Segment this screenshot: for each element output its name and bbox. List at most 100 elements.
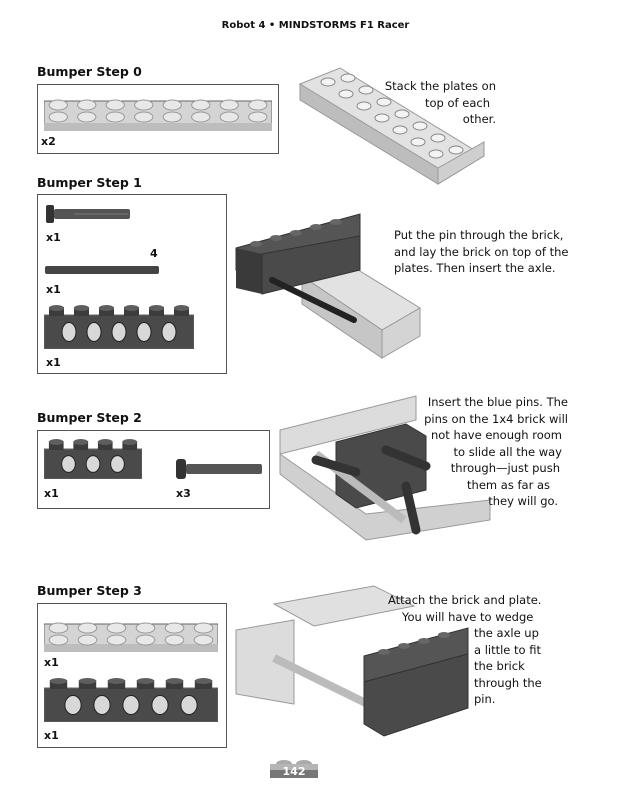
instruction-line: Attach the brick and plate. [388,593,542,607]
part-quantity: x2 [41,135,56,148]
stud [164,634,185,646]
pin-hole [110,455,125,473]
stud [78,678,97,684]
part-quantity: x1 [44,656,59,669]
stud [136,678,155,684]
step-0-instructions: Stack the plates on top of each other. [380,78,496,128]
plate-2x8-part [43,91,273,132]
stud [74,305,89,311]
pin-hole [86,321,102,343]
stud [48,99,68,111]
stud [149,305,164,311]
instruction-line: a little to fit [474,642,541,657]
stud [194,678,213,684]
instruction-line: other. [462,112,496,126]
stud [48,622,69,634]
instruction-line: pin. [474,692,496,706]
axle-length-label: 4 [150,247,158,260]
stud [77,99,97,111]
step-2-instructions: Insert the blue pins. The pins on the 1x… [380,394,568,510]
stud [135,634,156,646]
technic-brick-1x4-part [43,439,143,480]
step-1-instructions: Put the pin through the brick, and lay t… [394,227,584,277]
page-number: 142 [282,765,306,778]
pin-hole [64,694,82,716]
technic-brick-1x6-part [43,305,195,350]
step-0-assembly-illustration [298,67,485,185]
stud [105,111,125,123]
pin-hole [93,694,111,716]
pin-hole [85,455,101,473]
step-2-assembly-illustration [279,395,491,541]
stud [162,99,182,111]
part-quantity: x1 [46,283,61,296]
stud [77,622,98,634]
part-quantity: x3 [176,487,191,500]
stud [219,111,239,123]
part-quantity: x1 [46,231,61,244]
instruction-line: the axle up [474,626,539,640]
instruction-line: not have enough room [430,428,562,442]
technic-brick-1x6-part [43,678,219,723]
running-header: Robot 4 • MINDSTORMS F1 Racer [221,20,410,31]
pin-hole [122,694,140,716]
step-1-parts-box: x1 4 x1 x1 [37,194,227,374]
stud [99,305,114,311]
stud [248,99,268,111]
stud [248,111,268,123]
stud [77,634,98,646]
stud [162,111,182,123]
stud [77,111,97,123]
pin-hole [61,321,77,343]
stud [49,305,64,311]
instruction-line: Put the pin through the brick, [394,228,564,242]
instruction-line: Stack the plates on [384,79,496,93]
stud [73,439,89,445]
step-2-title: Bumper Step 2 [37,410,142,425]
instruction-line: You will have to wedge [402,609,534,624]
pin-hole [136,321,152,343]
instruction-line: through the [474,675,542,690]
axle-4-part [45,266,159,274]
stud [134,99,154,111]
pin-hole [151,694,169,716]
stud [174,305,189,311]
stud [191,99,211,111]
step-2-parts-box: x1 x3 [37,430,270,509]
step-3-instructions: Attach the brick and plate. You will hav… [388,592,558,708]
blue-technic-pin-part [176,459,262,479]
instruction-line: Insert the blue pins. The [427,395,568,409]
stud [48,111,68,123]
stud [97,439,113,445]
stud [124,305,139,311]
stud [135,622,156,634]
pin-hole [161,321,177,343]
instruction-line: pins on the 1x4 brick will [424,411,568,426]
part-quantity: x1 [46,356,61,369]
stud [106,622,127,634]
instruction-line: to slide all the way [453,444,563,459]
plate-1x2-icon [270,760,318,778]
part-quantity: x1 [44,729,59,742]
plate-2x6-part [43,614,219,653]
part-quantity: x1 [44,487,59,500]
step-3-assembly-illustration [235,585,469,737]
instruction-line: and lay the brick on top of the [394,244,569,259]
stud [164,622,185,634]
step-0-parts-box: x2 [37,84,279,154]
stud [122,439,138,445]
instruction-line: through—just push [450,461,560,475]
stud [105,99,125,111]
instruction-line: top of each [425,95,490,110]
stud [106,634,127,646]
stud [134,111,154,123]
stud [107,678,126,684]
pin-hole [111,321,127,343]
technic-pin-part [46,205,130,223]
stud [191,111,211,123]
step-1-title: Bumper Step 1 [37,175,142,190]
page-number-badge: 142 [270,758,318,778]
step-0-title: Bumper Step 0 [37,64,142,79]
stud [165,678,184,684]
